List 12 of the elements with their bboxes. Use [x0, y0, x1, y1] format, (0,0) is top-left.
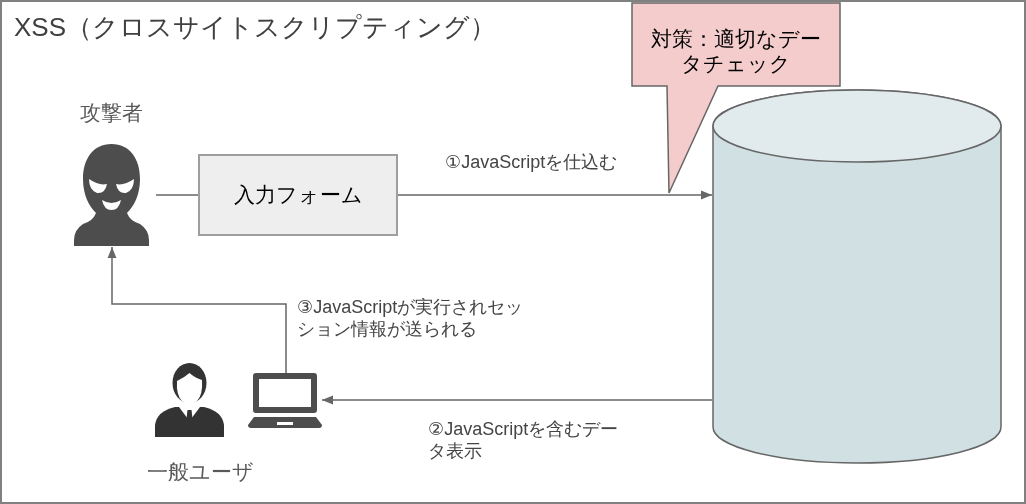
arrow — [397, 190, 713, 200]
callout-text: 対策：適切なデータチェック — [650, 26, 822, 76]
process-box: 入力フォーム — [198, 154, 398, 236]
arrow — [321, 395, 713, 405]
node-label: 攻撃者 — [79, 100, 143, 126]
edge-label: ①JavaScriptを仕込む — [445, 151, 619, 173]
edge-label: ③JavaScriptが実行されセッション情報が送られる — [297, 296, 525, 340]
edge-label: ②JavaScriptを含むデータ表示 — [428, 418, 620, 462]
connector-line — [155, 194, 199, 196]
node-label: 一般ユーザ — [146, 459, 254, 485]
arrow — [107, 246, 287, 374]
diagram-title: XSS（クロスサイトスクリプティング） — [14, 11, 497, 44]
